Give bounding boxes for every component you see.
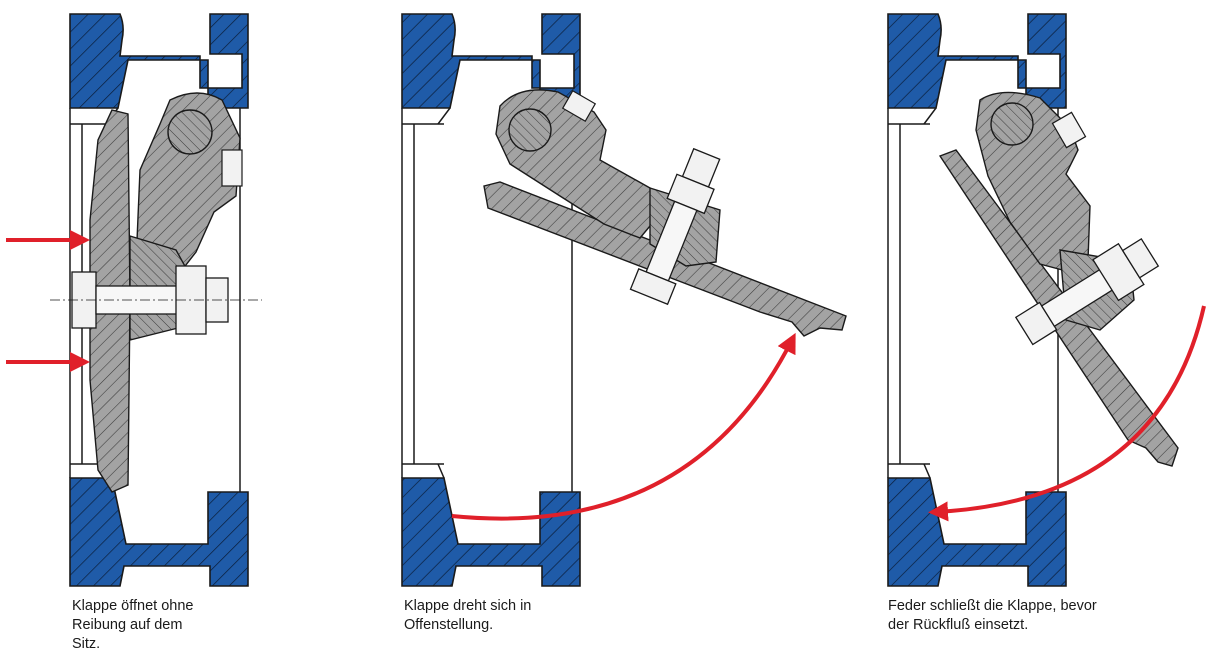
caption-line: Feder schließt die Klappe, bevor [888, 598, 1097, 614]
caption-line: der Rückfluß einsetzt. [888, 617, 1029, 633]
caption-line: Klappe dreht sich in [404, 598, 532, 614]
valve-body-section [401, 13, 581, 587]
caption-line: Reibung auf dem [72, 617, 183, 633]
bolt [50, 265, 262, 335]
caption-line: Klappe öffnet ohne [72, 598, 194, 614]
closing-arrow [928, 305, 1206, 522]
stage-2-valve [401, 13, 847, 587]
valve-body-section [69, 13, 249, 587]
stage-1-valve [6, 13, 262, 587]
caption-stage-1: Klappe öffnet ohne Reibung auf dem Sitz. [72, 597, 193, 654]
caption-stage-2: Klappe dreht sich in Offenstellung. [404, 597, 531, 635]
rotation-arrow [451, 332, 796, 521]
bolt [1014, 238, 1160, 346]
flow-arrows [6, 230, 90, 372]
bolt [629, 147, 721, 306]
stage-3-valve [887, 13, 1206, 587]
caption-line: Sitz. [72, 636, 101, 652]
caption-line: Offenstellung. [404, 617, 494, 633]
caption-stage-3: Feder schließt die Klappe, bevor der Rüc… [888, 597, 1097, 635]
